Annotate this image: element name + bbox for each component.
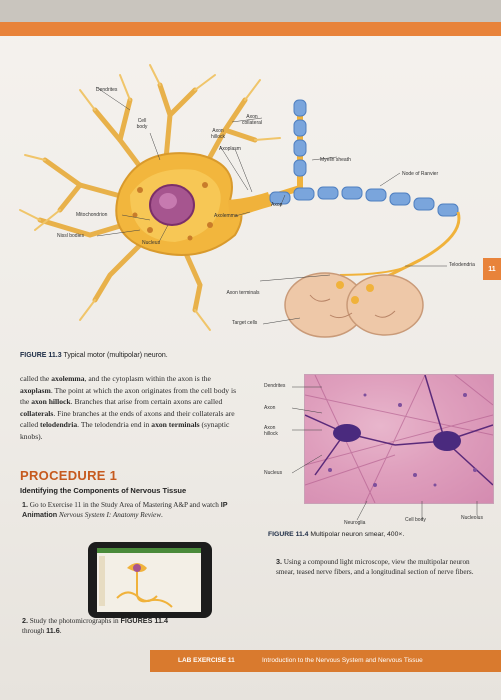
- body-paragraph: called the axolemma, and the cytoplasm w…: [20, 373, 245, 443]
- procedure-step-3: 3. Using a compound light microscope, vi…: [276, 557, 486, 577]
- label-axolemma: Axolemma: [214, 213, 238, 219]
- figure-11-4-caption: FIGURE 11.4 Multipolar neuron smear, 400…: [268, 531, 404, 538]
- footer-exercise: LAB EXERCISE 11: [178, 657, 235, 664]
- chapter-tab: 11: [483, 258, 501, 280]
- micro-label-dendrites: Dendrites: [264, 383, 286, 389]
- neuron-cell-body-1: [333, 424, 361, 442]
- term-axoplasm: axoplasm: [20, 385, 51, 395]
- term-axon-terminals: axon terminals: [151, 420, 200, 430]
- micro-label-axon: Axon: [264, 405, 276, 411]
- neuron-illustration: [19, 64, 461, 338]
- micro-label-axon-hillock: Axon hillock: [264, 425, 278, 437]
- label-telodendria: Telodendria: [449, 262, 475, 268]
- body-text-5: . Fine branches at the ends of axons and…: [20, 408, 235, 430]
- label-myelin-sheath: Myelin sheath: [320, 157, 351, 163]
- label-axon-terminals: Axon terminals: [226, 290, 260, 296]
- step-3-text: Using a compound light microscope, view …: [276, 558, 474, 576]
- ip-animation-phone-image: [88, 542, 212, 618]
- multipolar-neuron-micrograph: [304, 374, 494, 504]
- label-axon-hillock: Axon hillock: [211, 128, 225, 140]
- term-axolemma: axolemma: [51, 374, 85, 383]
- micro-label-cell-body: Cell body: [405, 517, 426, 523]
- term-collaterals: collaterals: [20, 408, 54, 418]
- micro-label-nucleus: Nucleus: [264, 470, 283, 476]
- step-1-text: Go to Exercise 11 in the Study Area of M…: [29, 501, 219, 509]
- top-shadow: [0, 0, 501, 22]
- figure-11-3-caption: FIGURE 11.3 Typical motor (multipolar) n…: [20, 352, 168, 359]
- body-text-1: called the: [20, 374, 50, 383]
- procedure-title: PROCEDURE 1: [20, 468, 118, 483]
- label-axoplasm: Axoplasm: [219, 146, 241, 152]
- footer-title: Introduction to the Nervous System and N…: [262, 657, 423, 664]
- step-2-text-2: through: [22, 627, 45, 635]
- label-axon: Axon: [271, 202, 283, 208]
- label-target-cells: Target cells: [232, 320, 258, 326]
- procedure-step-1: 1. Go to Exercise 11 in the Study Area o…: [22, 500, 228, 519]
- term-axon-hillock: axon hillock: [31, 397, 71, 407]
- label-nissl-bodies: Nissl bodies: [57, 233, 84, 239]
- figure-11-3-caption-text: Typical motor (multipolar) neuron.: [63, 352, 168, 359]
- body-text-7: (synaptic knobs).: [20, 420, 230, 441]
- top-accent-band: [0, 22, 501, 36]
- procedure-subtitle: Identifying the Components of Nervous Ti…: [20, 486, 187, 495]
- term-telodendria: telodendria: [40, 420, 78, 430]
- step-2-number: 2.: [22, 616, 28, 625]
- label-mitochondrion: Mitochondrion: [76, 212, 108, 218]
- body-text-6: . The telodendria end in: [77, 420, 150, 430]
- neuron-cell-body-2: [433, 431, 461, 451]
- body-text-2: , and the cytoplasm within the axon is t…: [84, 374, 211, 383]
- step-2-figure-ref: FIGURES 11.4: [120, 616, 168, 625]
- body-text-3: . The point at which the axon originates…: [20, 385, 237, 407]
- label-node-of-ranvier: Node of Ranvier: [402, 171, 439, 177]
- step-2-figure-ref-2: 11.6: [46, 626, 60, 635]
- figure-11-4-caption-number: FIGURE 11.4: [268, 531, 309, 538]
- body-text-4: . Branches that arise from certain axons…: [70, 397, 223, 407]
- step-1-number: 1.: [22, 500, 28, 509]
- step-3-number: 3.: [276, 557, 282, 566]
- figure-11-4-leader-lines: [291, 386, 478, 520]
- label-axon-collateral: Axon collateral: [241, 114, 262, 126]
- label-cell-body: Cell body: [136, 118, 148, 130]
- step-1-ip-animation: IP Animation: [22, 500, 228, 519]
- micro-label-nucleolus: Nucleolus: [461, 515, 483, 521]
- step-1-animation-title: Nervous System I: Anatomy Review: [58, 511, 161, 519]
- label-nucleus: Nucleus: [142, 240, 161, 246]
- figure-11-3-caption-number: FIGURE 11.3: [20, 352, 62, 359]
- phone-screen: [97, 548, 201, 612]
- page-footer: LAB EXERCISE 11 Introduction to the Nerv…: [150, 650, 501, 672]
- figure-11-4-caption-text: Multipolar neuron smear, 400×.: [310, 531, 405, 538]
- step-2-text: Study the photomicrographs in: [29, 617, 119, 625]
- label-dendrites: Dendrites: [96, 87, 118, 93]
- micro-label-neuroglia: Neuroglia: [344, 520, 366, 526]
- target-cells: [284, 272, 424, 338]
- procedure-step-2: 2. Study the photomicrographs in FIGURES…: [22, 616, 168, 635]
